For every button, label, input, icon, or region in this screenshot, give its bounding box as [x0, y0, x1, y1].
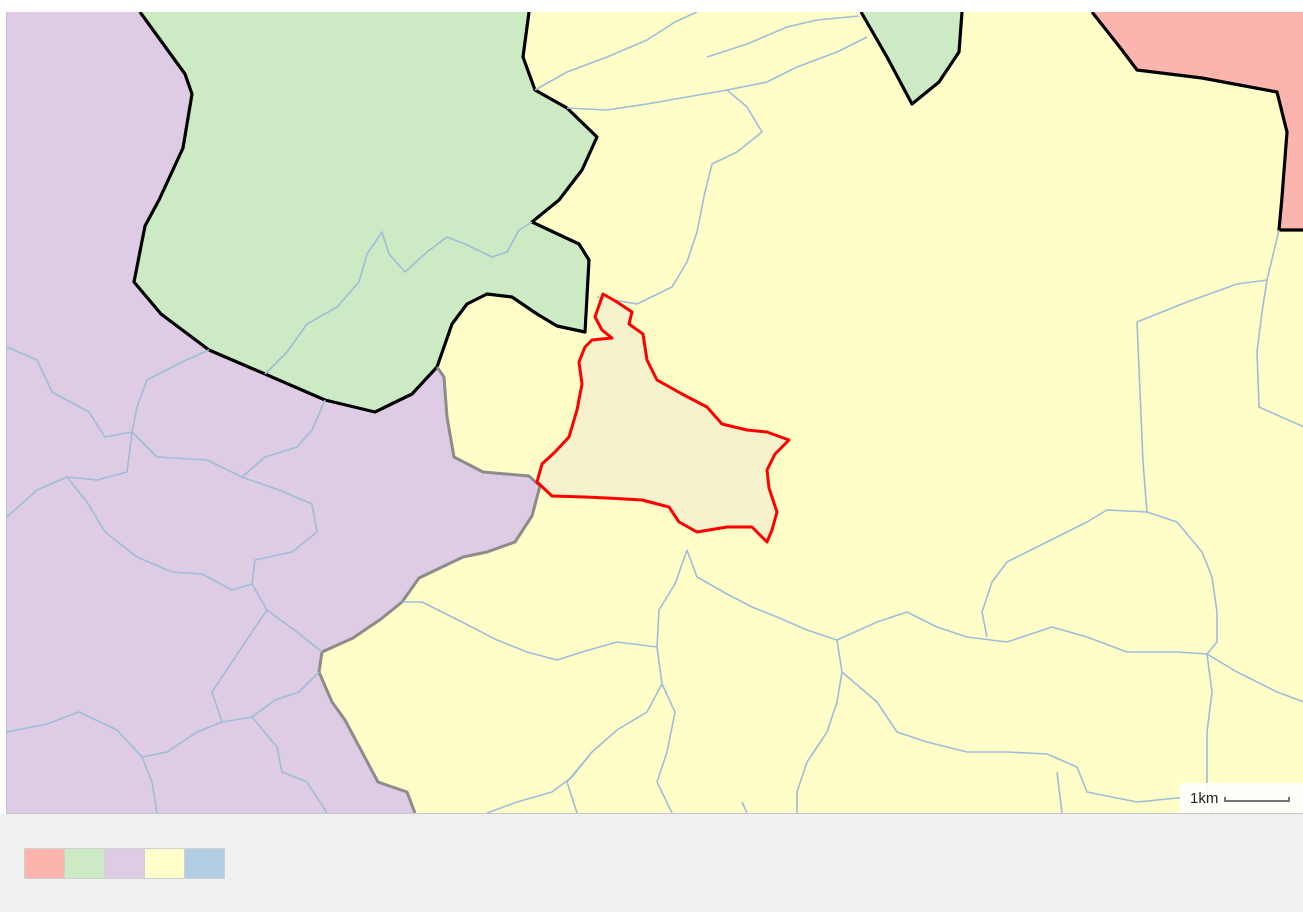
region-green-small[interactable] [861, 12, 962, 104]
region-green[interactable] [134, 12, 597, 412]
map-canvas[interactable] [7, 12, 1303, 813]
boundary-major-west [132, 12, 599, 414]
legend-swatch-purple[interactable] [105, 849, 144, 878]
map-view[interactable]: 1km [6, 12, 1303, 814]
scale-label: 1km [1190, 789, 1219, 807]
boundaries-minor [7, 12, 1303, 813]
boundary-major-east [1090, 12, 1303, 232]
legend-swatch-red[interactable] [25, 849, 64, 878]
boundary-shadow-south [317, 366, 542, 813]
scale-indicator: 1km [1180, 783, 1303, 813]
scale-bar [1224, 796, 1291, 802]
selected-region[interactable] [535, 292, 791, 544]
footer-panel [0, 814, 1303, 912]
legend-swatch-yellow[interactable] [145, 849, 184, 878]
legend-swatch-green[interactable] [65, 849, 104, 878]
region-red[interactable] [1092, 12, 1303, 230]
color-legend [24, 848, 225, 879]
legend-swatch-blue[interactable] [185, 849, 224, 878]
boundary-major-north [859, 12, 964, 106]
region-purple[interactable] [7, 12, 540, 813]
